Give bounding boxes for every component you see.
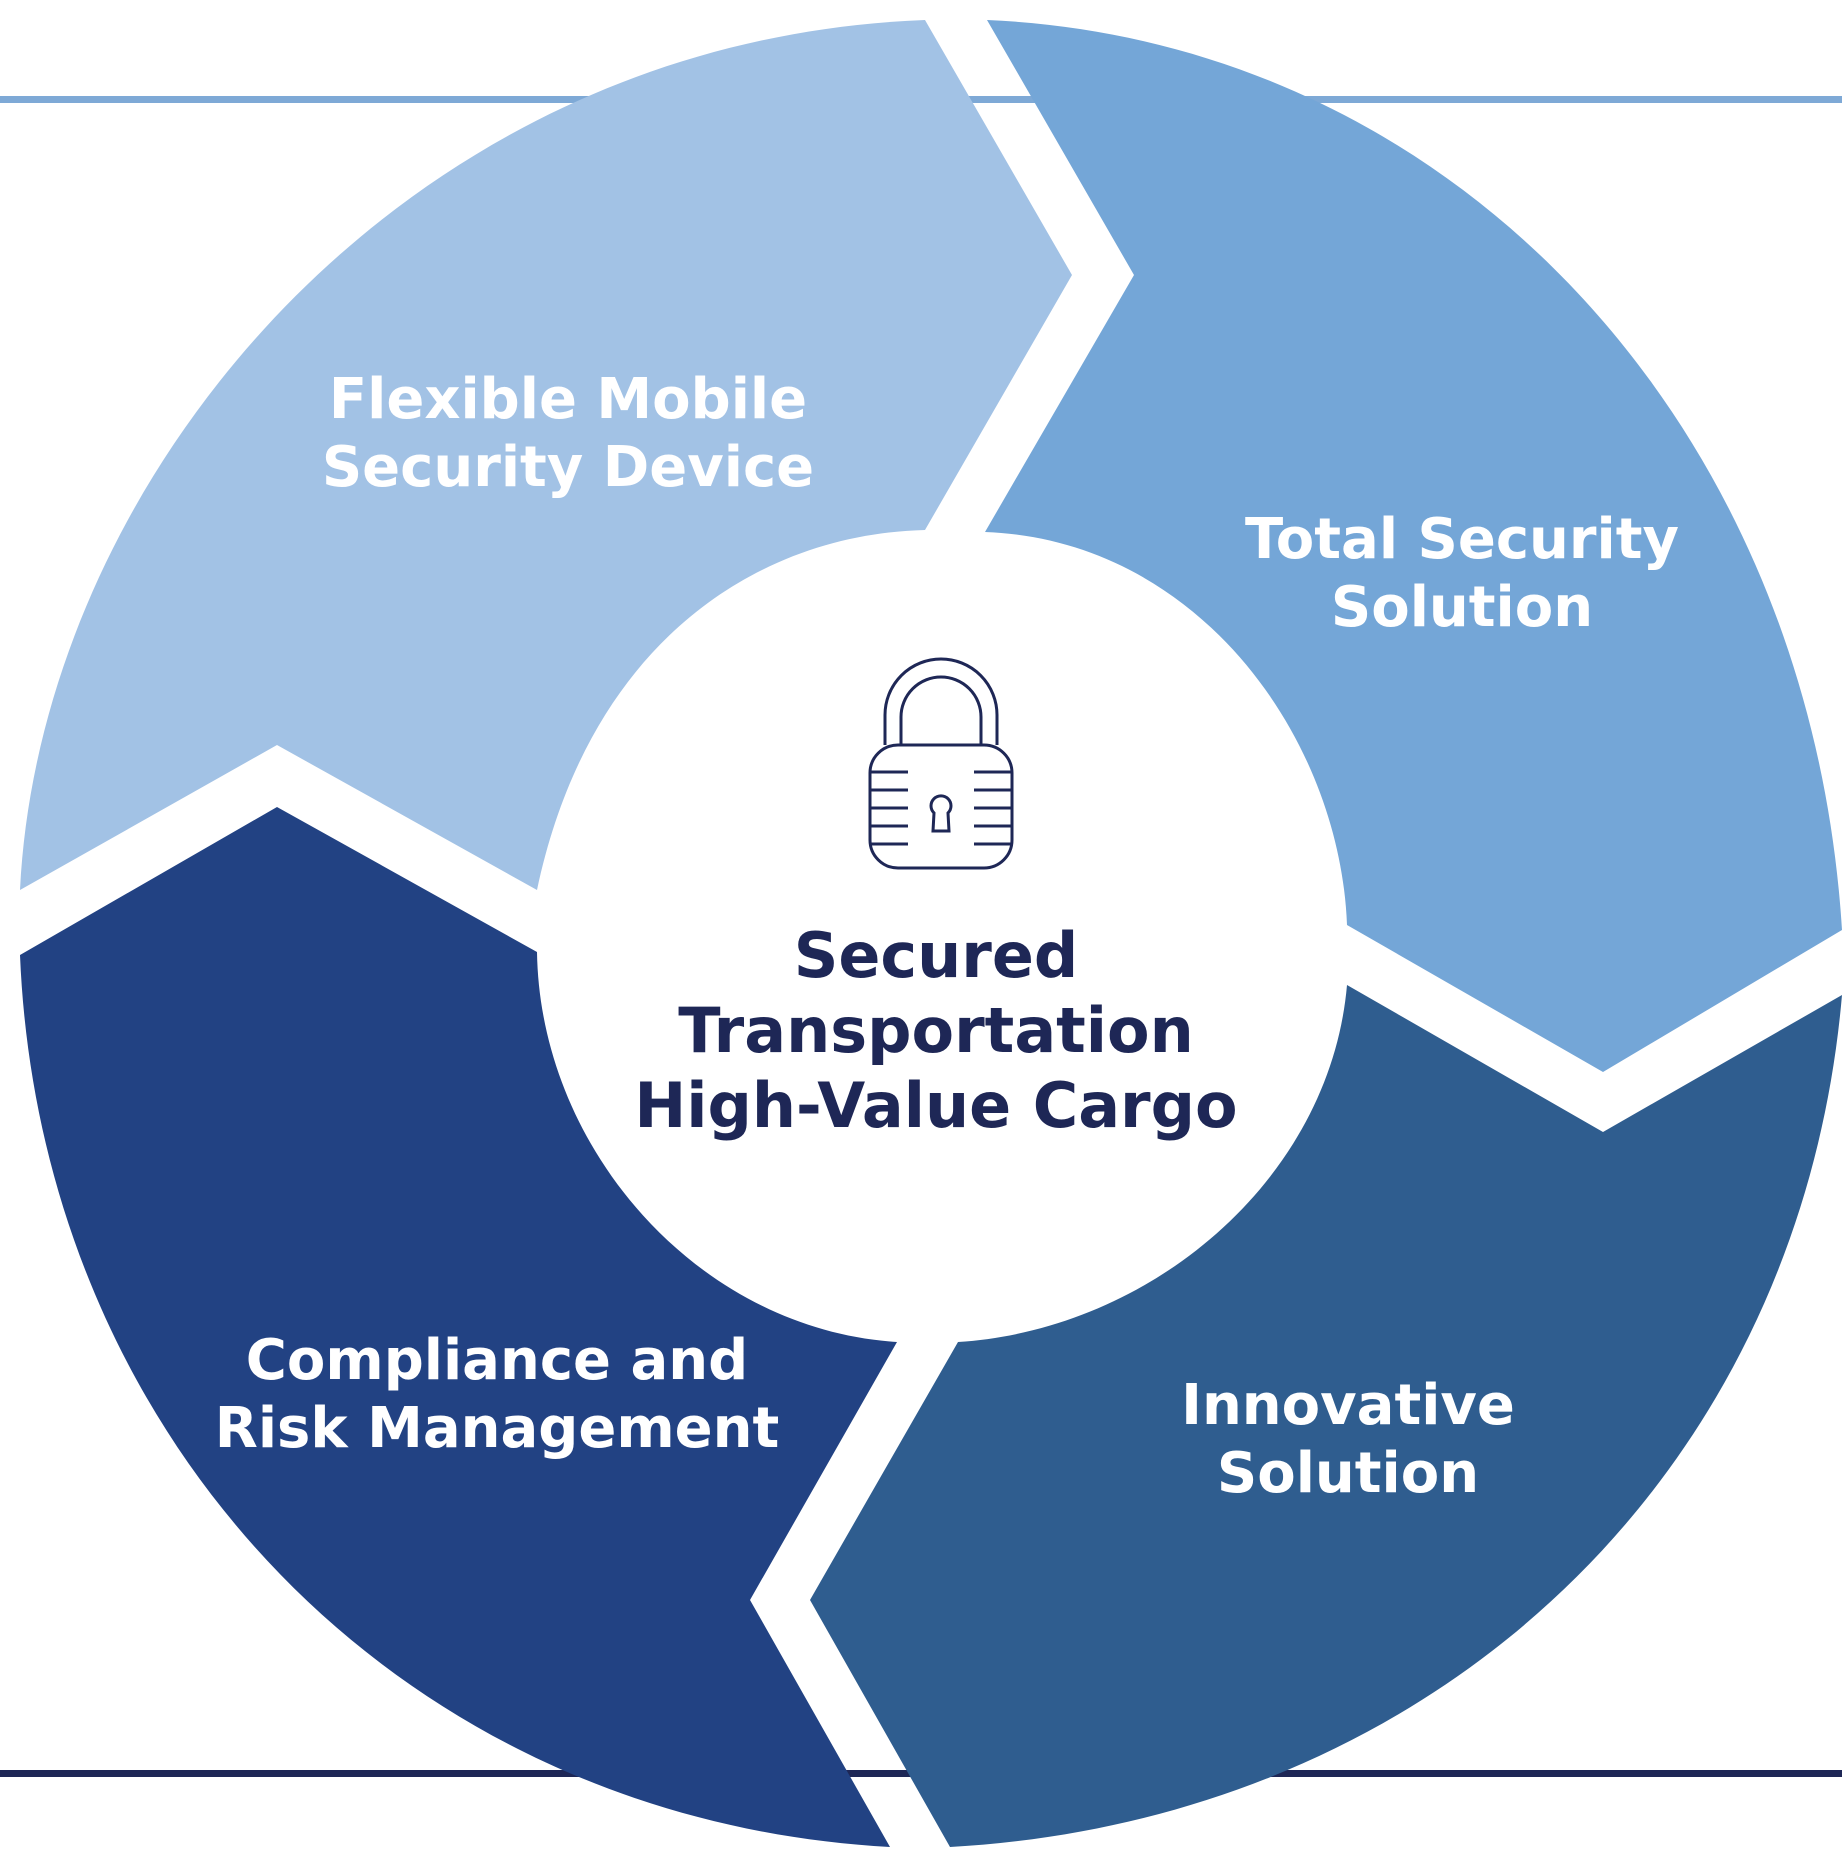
padlock-icon	[868, 657, 1014, 870]
center-title-line: Transportation	[678, 994, 1194, 1067]
center-title: Secured Transportation High-Value Cargo	[634, 918, 1237, 1143]
label-innovative-solution: Innovative Solution	[1181, 1372, 1515, 1508]
label-flexible-mobile-security-device: Flexible Mobile Security Device	[322, 366, 814, 502]
label-line: Risk Management	[214, 1396, 780, 1461]
label-line: Solution	[1216, 1441, 1480, 1506]
segment-compliance-risk-management	[20, 807, 897, 1847]
label-compliance-risk-management: Compliance and Risk Management	[215, 1327, 780, 1463]
label-line: Solution	[1330, 575, 1594, 640]
label-line: Total Security	[1245, 507, 1679, 572]
segment-total-security-solution	[985, 20, 1842, 1072]
label-line: Compliance and	[245, 1328, 749, 1393]
center-title-line: High-Value Cargo	[634, 1069, 1238, 1142]
segment-flexible-mobile-security-device	[20, 20, 1072, 890]
label-line: Flexible Mobile	[328, 367, 808, 432]
center-title-line: Secured	[793, 919, 1079, 992]
segment-innovative-solution	[810, 985, 1842, 1847]
label-line: Innovative	[1181, 1373, 1515, 1438]
label-line: Security Device	[321, 435, 815, 500]
label-total-security-solution: Total Security Solution	[1245, 506, 1679, 642]
